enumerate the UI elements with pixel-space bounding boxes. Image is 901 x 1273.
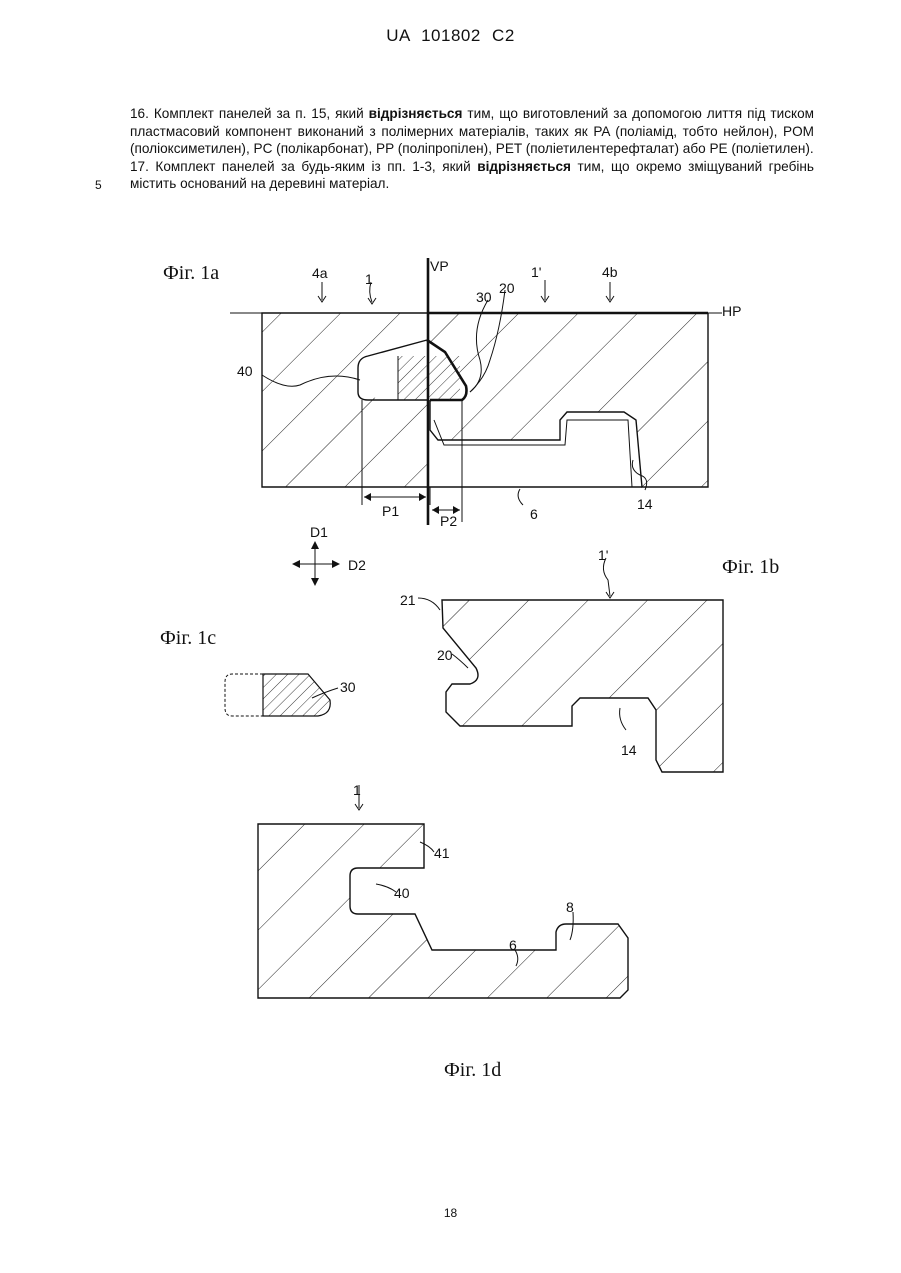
plastic-part-1c xyxy=(263,674,330,716)
svg-text:21: 21 xyxy=(400,592,416,608)
svg-text:1': 1' xyxy=(531,264,541,280)
svg-text:40: 40 xyxy=(394,885,410,901)
svg-text:30: 30 xyxy=(476,289,492,305)
svg-text:14: 14 xyxy=(621,742,637,758)
panel-1b-profile xyxy=(442,600,723,772)
figure-1d: 1 41 40 8 6 Фіг. 1d xyxy=(258,782,628,1081)
svg-text:VP: VP xyxy=(430,258,449,274)
svg-text:8: 8 xyxy=(566,899,574,915)
svg-text:1: 1 xyxy=(353,782,361,798)
fig-1d-title: Фіг. 1d xyxy=(444,1059,501,1081)
figure-1a: Фіг. 1a 4a 1 VP 1' xyxy=(163,258,741,529)
svg-text:20: 20 xyxy=(499,280,515,296)
panel-1prime-hatch xyxy=(427,313,708,487)
svg-text:D2: D2 xyxy=(348,557,366,573)
svg-text:41: 41 xyxy=(434,845,450,861)
svg-text:P1: P1 xyxy=(382,503,399,519)
svg-text:20: 20 xyxy=(437,647,453,663)
svg-text:40: 40 xyxy=(237,363,253,379)
direction-axes: D1 D2 xyxy=(292,524,366,586)
svg-text:D1: D1 xyxy=(310,524,328,540)
svg-text:1: 1 xyxy=(365,271,373,287)
svg-text:30: 30 xyxy=(340,679,356,695)
svg-text:4b: 4b xyxy=(602,264,618,280)
svg-text:6: 6 xyxy=(509,937,517,953)
svg-text:6: 6 xyxy=(530,506,538,522)
svg-text:14: 14 xyxy=(637,496,653,512)
svg-text:HP: HP xyxy=(722,303,741,319)
svg-text:P2: P2 xyxy=(440,513,457,529)
page-number: 18 xyxy=(0,1206,901,1220)
figure-1c: Фіг. 1c 30 xyxy=(160,627,356,716)
fig-1a-title: Фіг. 1a xyxy=(163,262,219,284)
svg-text:1': 1' xyxy=(598,547,608,563)
fig-1c-title: Фіг. 1c xyxy=(160,627,216,649)
svg-text:4a: 4a xyxy=(312,265,328,281)
fig-1b-title: Фіг. 1b xyxy=(722,556,779,578)
figure-1b: Фіг. 1b 1' 21 20 14 xyxy=(400,547,779,772)
